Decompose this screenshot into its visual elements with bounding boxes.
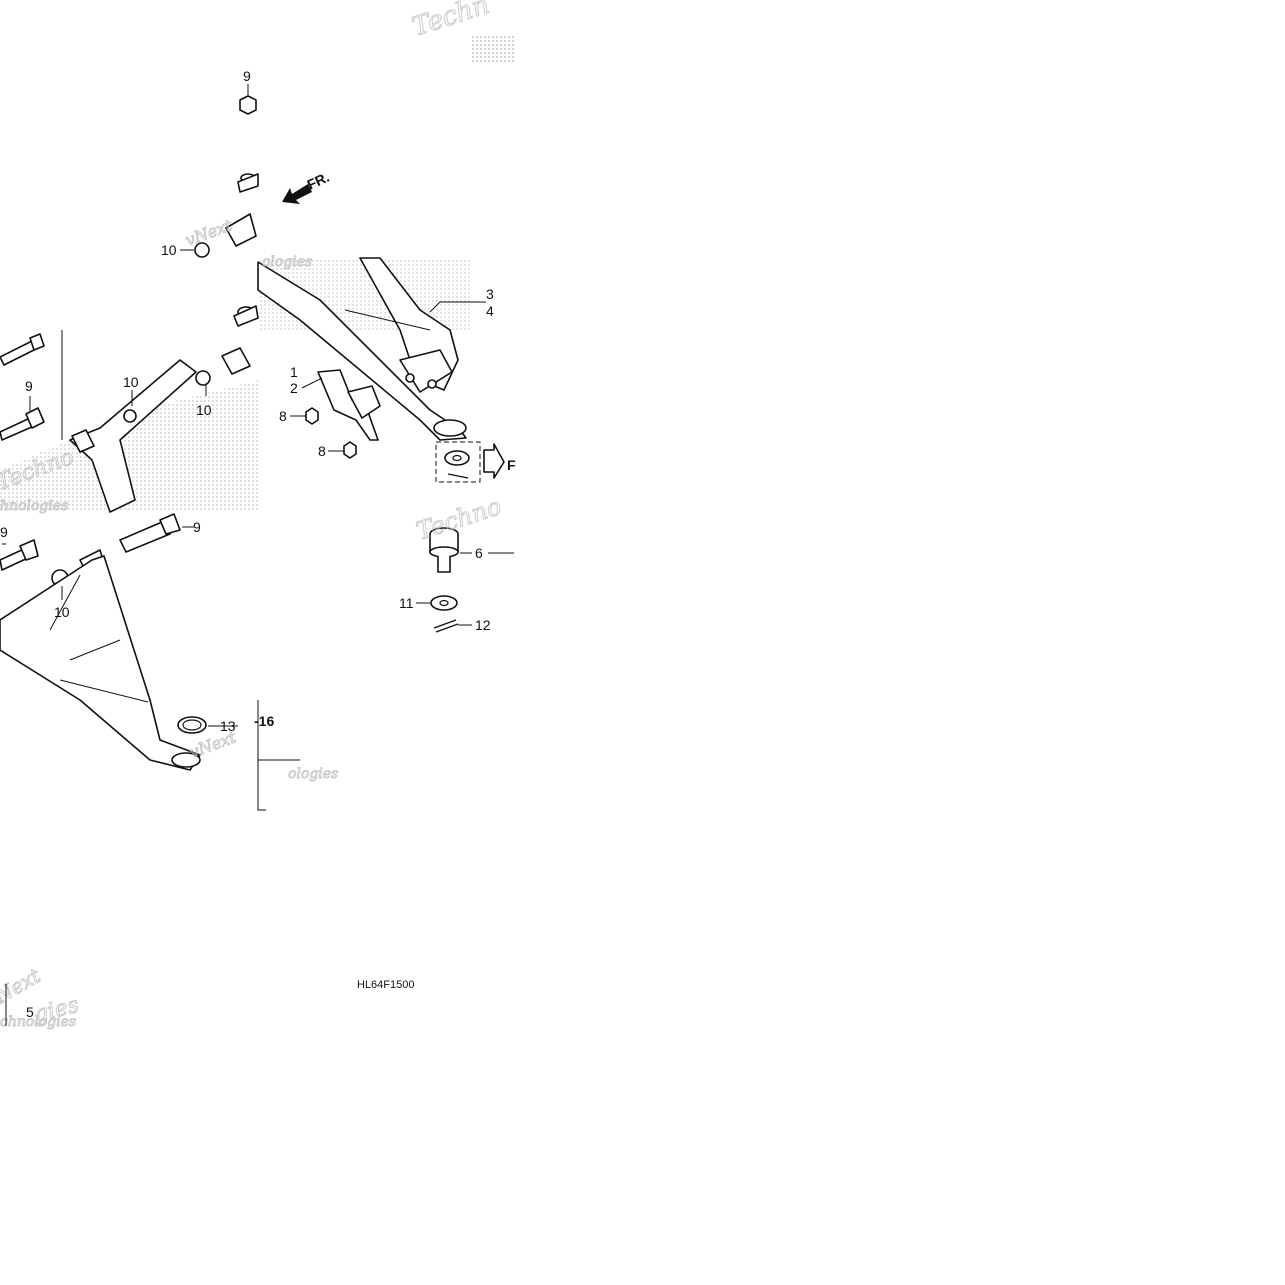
callout-10: 10 — [161, 242, 177, 258]
callout-9: 9 — [25, 378, 33, 394]
callout-11: 11 — [399, 595, 414, 611]
callout-6: 6 — [475, 545, 483, 561]
callout-5: 5 — [26, 1004, 34, 1020]
front-direction-arrow: FR. — [282, 169, 332, 204]
svg-text:Techno: Techno — [413, 492, 505, 546]
callout-8: 8 — [318, 443, 326, 459]
right-arm-assembly — [257, 257, 467, 441]
svg-text:vNext: vNext — [183, 215, 235, 249]
watermark: Techn vNext ologies Techno hnologies Tec… — [0, 0, 505, 1031]
front-arrow-label: FR. — [305, 169, 332, 193]
callout-9: 9 — [0, 524, 8, 540]
bracket-assembly — [305, 369, 381, 459]
ref-partial-label: -16 — [254, 713, 274, 729]
callout-13: 13 — [220, 718, 236, 734]
callout-2: 2 — [290, 380, 298, 396]
callout-10: 10 — [196, 402, 212, 418]
callout-labels: 9 10 9 10 10 9 9 10 3 4 1 2 8 8 6 11 12 … — [0, 68, 494, 1020]
drawing-code: HL64F1500 — [357, 979, 415, 991]
callout-4: 4 — [486, 303, 494, 319]
callout-10: 10 — [123, 374, 139, 390]
callout-3: 3 — [486, 286, 494, 302]
callout-8: 8 — [279, 408, 287, 424]
upper-arm-assembly — [0, 95, 259, 513]
svg-text:ologies: ologies — [288, 766, 338, 782]
lower-arm-assembly — [0, 513, 300, 811]
callout-9: 9 — [243, 68, 251, 84]
leader-lines — [2, 84, 514, 727]
callout-1: 1 — [290, 364, 298, 380]
svg-text:ologies: ologies — [262, 254, 312, 270]
svg-text:chnologies: chnologies — [0, 1014, 76, 1030]
ball-joint-parts — [429, 441, 505, 633]
callout-9: 9 — [193, 519, 201, 535]
svg-text:hnologies: hnologies — [0, 498, 68, 514]
callout-12: 12 — [475, 617, 491, 633]
front-partial-label: F — [507, 457, 516, 473]
callout-10: 10 — [54, 604, 70, 620]
